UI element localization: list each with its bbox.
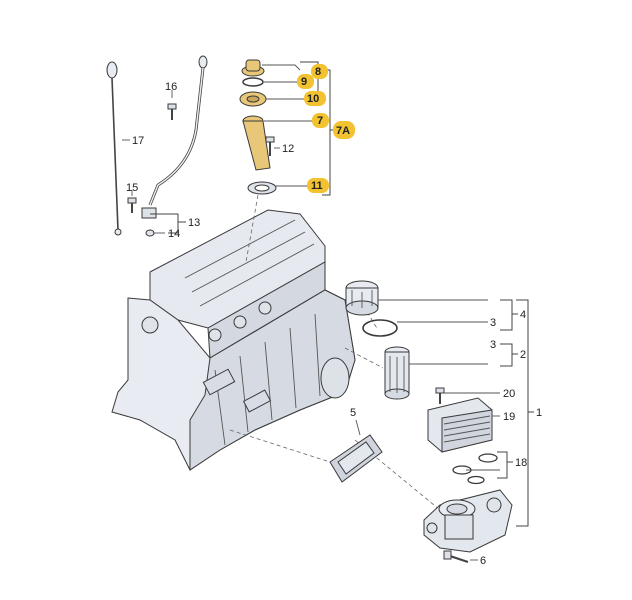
label-7a: 7A <box>336 125 350 137</box>
badge-7 <box>312 113 329 128</box>
badge-9 <box>297 74 314 89</box>
dipstick-drawing <box>106 61 122 236</box>
badge-10 <box>304 91 326 106</box>
part-labels: 8 9 10 7 7A 12 11 16 17 15 13 14 3 4 3 2… <box>126 66 542 567</box>
label-3b: 3 <box>490 339 496 351</box>
label-2: 2 <box>520 349 526 361</box>
label-8: 8 <box>315 66 321 78</box>
leader-lines <box>122 61 534 561</box>
assembly-lines <box>229 194 441 511</box>
label-5: 5 <box>350 407 356 419</box>
guide-tube-drawing <box>127 55 208 237</box>
filter-housing-drawing <box>423 489 513 564</box>
label-19: 19 <box>503 411 515 423</box>
label-4: 4 <box>520 309 526 321</box>
gasket-drawing <box>329 434 383 483</box>
label-9: 9 <box>301 76 307 88</box>
label-16: 16 <box>165 81 177 93</box>
label-10: 10 <box>307 93 319 105</box>
oil-cooler-drawing <box>427 387 498 485</box>
badge-11 <box>307 178 329 193</box>
highlight-badges <box>297 64 355 193</box>
label-7: 7 <box>317 115 323 127</box>
engine-block-drawing <box>111 209 356 471</box>
badge-8 <box>311 64 328 79</box>
label-20: 20 <box>503 388 515 400</box>
label-14: 14 <box>168 228 180 240</box>
oil-filter-drawing <box>345 280 410 400</box>
label-18: 18 <box>515 457 527 469</box>
label-11: 11 <box>311 180 323 192</box>
label-3a: 3 <box>490 317 496 329</box>
label-1: 1 <box>536 407 542 419</box>
label-13: 13 <box>188 217 200 229</box>
badge-7a <box>333 121 355 139</box>
label-17: 17 <box>132 135 144 147</box>
label-12: 12 <box>282 143 294 155</box>
label-15: 15 <box>126 182 138 194</box>
oil-filler-drawing <box>239 59 277 195</box>
label-6: 6 <box>480 555 486 567</box>
